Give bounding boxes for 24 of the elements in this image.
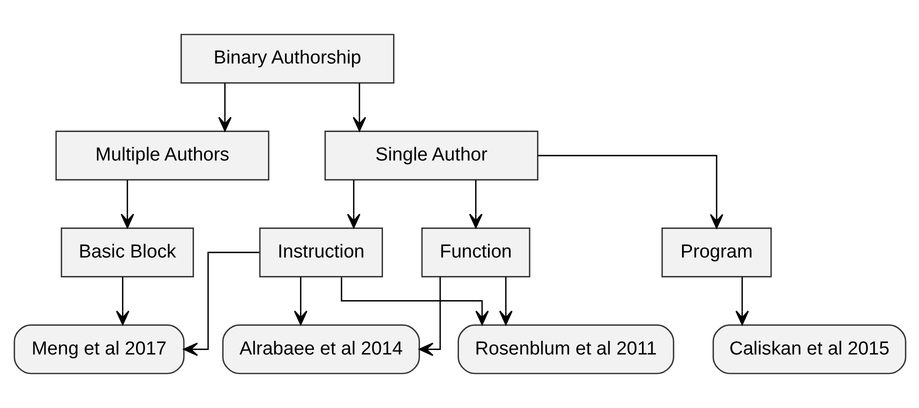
arrow (340, 277, 488, 326)
node-box: Function (420, 228, 530, 278)
arrow (538, 154, 723, 229)
node-box: Instruction (258, 228, 382, 278)
node-box: Rosenblum et al 2011 (457, 324, 674, 374)
node-box: Single Author (324, 130, 538, 180)
arrow (218, 83, 232, 132)
arrow (346, 180, 360, 228)
node-box: Meng et al 2017 (13, 324, 184, 374)
arrow (120, 180, 134, 228)
node-box: Multiple Authors (54, 130, 269, 180)
arrow (498, 276, 512, 326)
node-box: Binary Authorship (180, 34, 394, 84)
node-box: Program (660, 228, 772, 278)
arrow (182, 252, 259, 356)
arrow (352, 83, 366, 132)
arrow (734, 276, 748, 326)
node-box: Basic Block (60, 228, 194, 278)
arrow (293, 276, 307, 326)
arrow (468, 180, 482, 228)
node-box: Alrabaee et al 2014 (222, 324, 420, 374)
arrow (115, 276, 129, 326)
node-box: Caliskan et al 2015 (712, 324, 906, 374)
arrow (418, 276, 440, 356)
